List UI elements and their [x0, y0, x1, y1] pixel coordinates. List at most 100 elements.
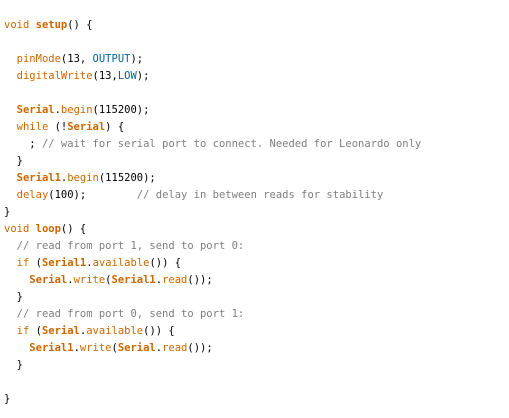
code-token: .: [79, 325, 87, 337]
code-line: [4, 85, 421, 102]
code-token: (100);: [48, 189, 137, 201]
code-token: (13,: [60, 53, 93, 65]
code-line: while (!Serial) {: [4, 119, 421, 136]
code-line: Serial.write(Serial1.read());: [4, 272, 421, 289]
code-token: }: [4, 206, 11, 218]
code-token: Serial1: [111, 274, 156, 286]
code-token: [4, 325, 17, 337]
code-token: delay: [16, 189, 49, 201]
code-token: // read from port 1, send to port 0:: [16, 240, 245, 252]
code-line: }: [4, 153, 421, 170]
code-token: begin: [67, 172, 99, 184]
code-token: if: [16, 257, 30, 269]
code-line: Serial1.begin(115200);: [4, 170, 421, 187]
code-token: (13,: [92, 70, 118, 82]
code-token: void: [4, 223, 30, 235]
code-token: Serial1: [16, 172, 61, 184]
code-text[interactable]: void setup() { pinMode(13, OUTPUT); digi…: [4, 17, 421, 408]
code-token: [4, 172, 17, 184]
code-line: void setup() {: [4, 17, 421, 34]
code-token: // delay in between reads for stability: [136, 189, 384, 201]
code-token: [4, 342, 29, 354]
code-token: [4, 53, 17, 65]
code-token: [4, 308, 17, 320]
code-token: }: [4, 359, 23, 371]
code-token: ) {: [105, 121, 125, 133]
code-token: Serial1: [29, 342, 74, 354]
code-token: (: [29, 257, 42, 269]
code-token: ()) {: [143, 325, 175, 337]
code-token: .: [155, 274, 163, 286]
code-line: }: [4, 357, 421, 374]
code-token: [4, 70, 17, 82]
code-line: if (Serial.available()) {: [4, 323, 421, 340]
code-line: }: [4, 289, 421, 306]
code-token: (: [105, 274, 112, 286]
code-token: ());: [187, 342, 213, 354]
code-line: }: [4, 204, 421, 221]
code-token: loop: [35, 223, 61, 235]
code-line: // read from port 0, send to port 1:: [4, 306, 421, 323]
code-line: delay(100); // delay in between reads fo…: [4, 187, 421, 204]
code-token: (115200);: [98, 172, 156, 184]
code-token: ());: [187, 274, 213, 286]
code-token: (!: [48, 121, 68, 133]
code-line: void loop() {: [4, 221, 421, 238]
code-token: Serial1: [41, 257, 87, 269]
code-token: Serial: [29, 274, 68, 286]
code-token: [4, 189, 17, 201]
code-token: );: [136, 70, 150, 82]
code-token: .: [67, 274, 74, 286]
code-token: .: [73, 342, 80, 354]
code-token: pinMode: [16, 53, 61, 65]
code-token: .: [86, 257, 93, 269]
code-token: [4, 121, 17, 133]
code-line: [4, 374, 421, 391]
code-token: () {: [60, 223, 87, 235]
code-token: [4, 104, 17, 116]
code-token: void: [4, 19, 30, 31]
code-token: // wait for serial port to connect. Need…: [41, 138, 422, 150]
code-token: OUTPUT: [92, 53, 131, 65]
code-token: while: [16, 121, 49, 133]
code-token: write: [73, 274, 106, 286]
code-token: }: [4, 155, 23, 167]
code-token: read: [162, 342, 188, 354]
code-line: Serial1.write(Serial.read());: [4, 340, 421, 357]
code-token: (: [29, 325, 42, 337]
code-token: Serial: [67, 121, 106, 133]
code-token: // read from port 0, send to port 1:: [16, 308, 245, 320]
code-token: [4, 240, 17, 252]
code-token: available: [92, 257, 150, 269]
code-line: ; // wait for serial port to connect. Ne…: [4, 136, 421, 153]
code-token: ;: [4, 138, 42, 150]
code-line: Serial.begin(115200);: [4, 102, 421, 119]
code-token: digitalWrite: [16, 70, 93, 82]
code-token: Serial: [16, 104, 55, 116]
code-token: setup: [35, 19, 68, 31]
code-token: }: [4, 393, 11, 405]
code-token: if: [16, 325, 30, 337]
code-token: available: [86, 325, 144, 337]
code-line: digitalWrite(13,LOW);: [4, 68, 421, 85]
code-token: Serial: [117, 342, 156, 354]
code-token: (115200);: [92, 104, 150, 116]
code-token: .: [60, 172, 68, 184]
code-token: (: [111, 342, 118, 354]
code-token: LOW: [117, 70, 137, 82]
code-token: write: [79, 342, 112, 354]
code-token: read: [162, 274, 188, 286]
code-token: [4, 274, 29, 286]
code-token: begin: [60, 104, 93, 116]
code-token: }: [4, 291, 23, 303]
code-line: pinMode(13, OUTPUT);: [4, 51, 421, 68]
code-token: .: [155, 342, 163, 354]
code-token: Serial: [41, 325, 80, 337]
code-token: () {: [67, 19, 93, 31]
code-line: if (Serial1.available()) {: [4, 255, 421, 272]
code-token: [4, 257, 17, 269]
code-line: }: [4, 391, 421, 408]
code-line: // read from port 1, send to port 0:: [4, 238, 421, 255]
code-token: );: [130, 53, 144, 65]
